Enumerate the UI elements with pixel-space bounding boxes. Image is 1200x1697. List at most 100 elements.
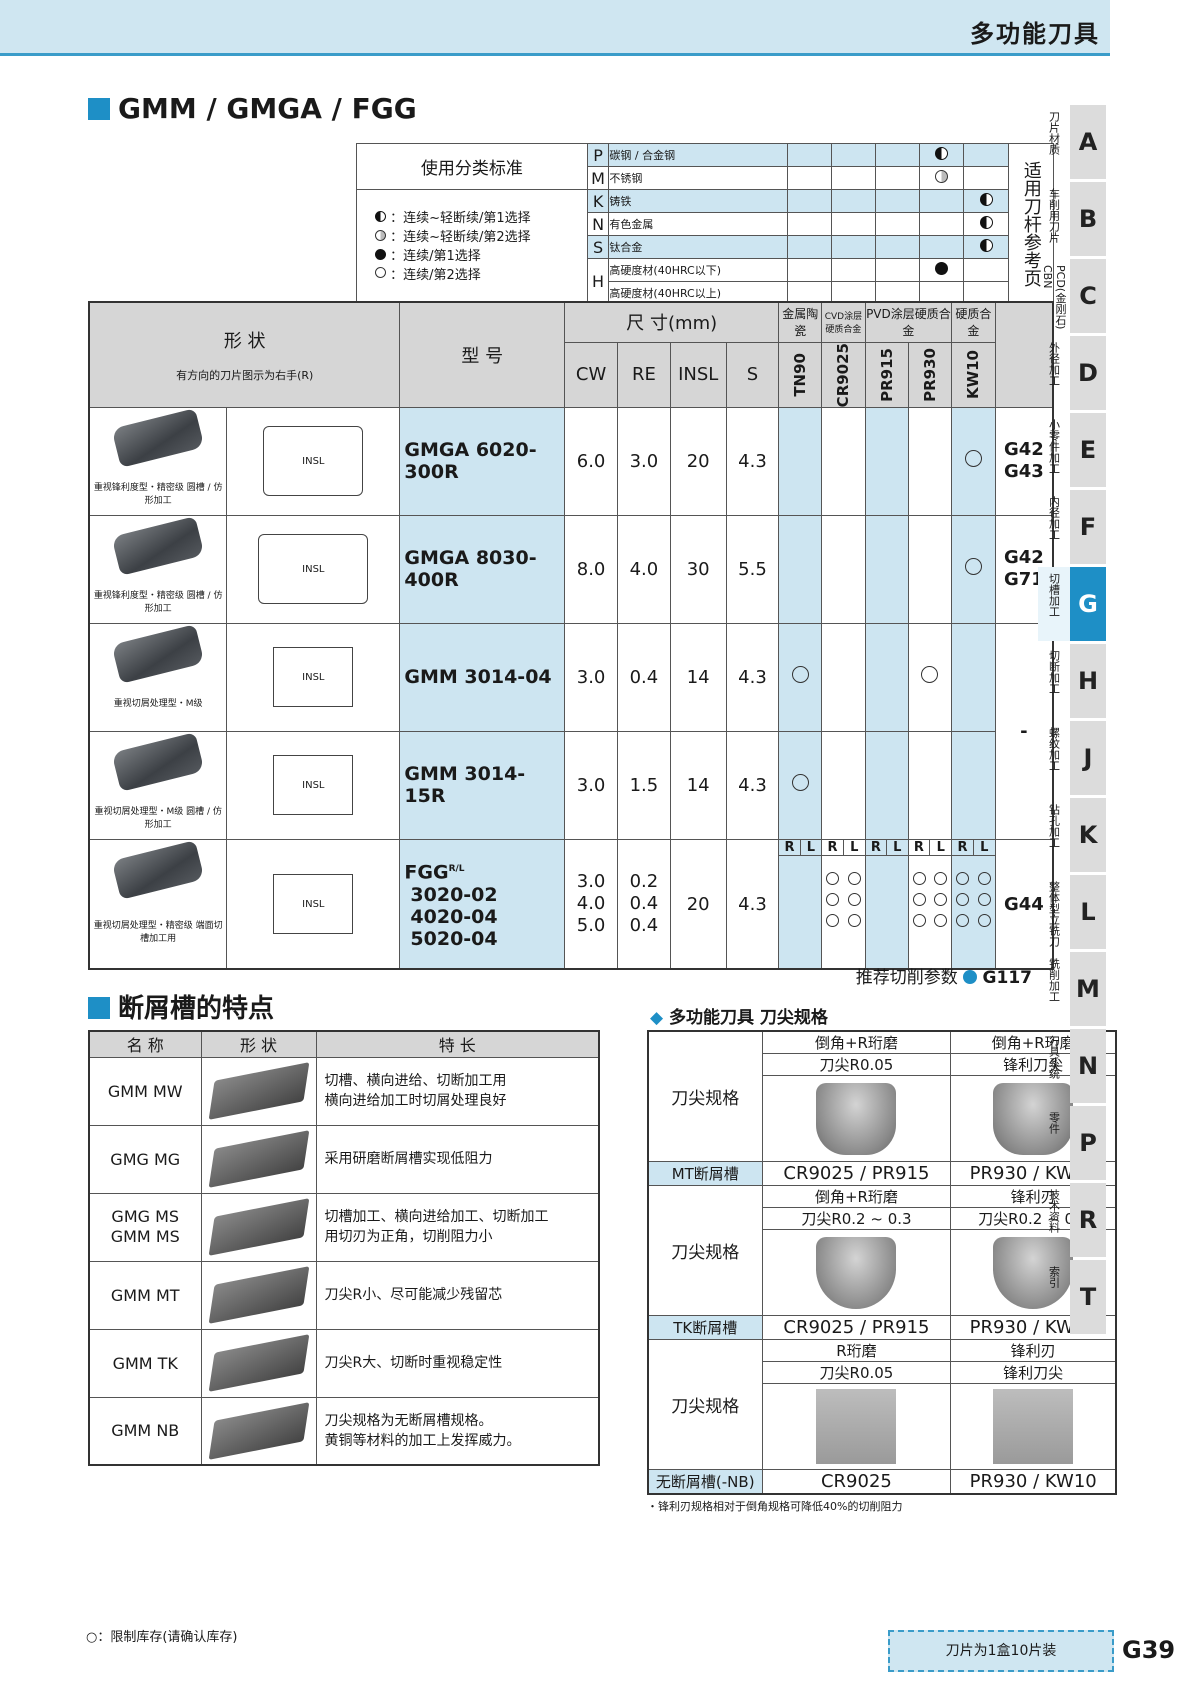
classification-legend: ：连续~轻断续/第1选择 ：连续~轻断续/第2选择 ：连续/第1选择 ：连续/第… bbox=[356, 189, 588, 305]
s-cell: 4.3 bbox=[725, 406, 780, 516]
re-cell: 0.4 bbox=[617, 622, 671, 732]
model-cell: GMM 3014-15R bbox=[399, 730, 566, 840]
grade-pr930: PR930 bbox=[920, 347, 939, 402]
table-row: 重视锋利度型・精密级 圆槽 / 仿形加工 INSL GMGA 8030-400R… bbox=[88, 514, 1054, 624]
section-marker-icon bbox=[88, 98, 110, 120]
insert-table: 形 状 有方向的刀片图示为右手(R) 型 号 尺 寸(mm) 金属陶瓷 CVD涂… bbox=[88, 301, 1054, 971]
grade-group: PVD涂层硬质合金 bbox=[864, 301, 953, 343]
cw-cell: 3.0 bbox=[564, 730, 619, 840]
ref-cell: G42 G43 bbox=[994, 406, 1054, 516]
col-cw: CW bbox=[564, 341, 619, 408]
insert-photo: 重视锋利度型・精密级 圆槽 / 仿形加工 bbox=[88, 514, 228, 624]
section-title-gmm: GMM / GMGA / FGG bbox=[88, 92, 417, 125]
stock-circle-icon bbox=[964, 558, 982, 576]
re-cell: 1.5 bbox=[617, 730, 671, 840]
insert-photo: 重视切屑处理型・精密级 端面切槽加工用 bbox=[88, 838, 228, 970]
page-number: G39 bbox=[1122, 1636, 1176, 1664]
insert-photo: 重视切屑处理型・M级 bbox=[88, 622, 228, 732]
class-code: P bbox=[586, 143, 610, 167]
col-shape: 形 状 bbox=[200, 1030, 317, 1058]
ref-cell: G44 bbox=[994, 838, 1054, 970]
grade-pr915: PR915 bbox=[877, 347, 896, 402]
insert-drawing: INSL bbox=[226, 406, 401, 516]
ref-cell: - bbox=[994, 622, 1054, 840]
re-cell: 3.0 bbox=[617, 406, 671, 516]
stock-circle-icon bbox=[791, 774, 809, 792]
insl-cell: 20 bbox=[669, 838, 727, 970]
model-cell: GMGA 8030-400R bbox=[399, 514, 566, 624]
s-cell: 5.5 bbox=[725, 514, 780, 624]
box-note: 刀片为1盒10片装 bbox=[888, 1630, 1114, 1672]
insl-cell: 14 bbox=[669, 730, 727, 840]
grade-cr9025: CR9025 bbox=[834, 342, 853, 407]
class-code: S bbox=[586, 235, 610, 259]
table-row: 重视切屑处理型・M级 圆槽 / 仿形加工 INSL GMM 3014-15R 3… bbox=[88, 730, 1053, 840]
class-code: K bbox=[586, 189, 610, 213]
col-s: S bbox=[725, 341, 780, 408]
arrow-circle-icon bbox=[963, 970, 978, 984]
half-open-icon bbox=[934, 170, 948, 183]
section-title-text: GMM / GMGA / FGG bbox=[118, 92, 417, 125]
class-code: M bbox=[586, 166, 610, 190]
class-code: N bbox=[586, 212, 610, 236]
insl-cell: 14 bbox=[669, 622, 727, 732]
half-filled-icon bbox=[934, 147, 948, 160]
insert-drawing: INSL bbox=[226, 838, 401, 970]
shape-header: 形 状 有方向的刀片图示为右手(R) bbox=[88, 301, 401, 408]
table-row: 重视锋利度型・精密级 圆槽 / 仿形加工 INSL GMGA 6020-300R… bbox=[88, 406, 1054, 516]
cutting-params-ref[interactable]: 推荐切削参数 G117 bbox=[855, 968, 1032, 988]
model-cell: GMM 3014-04 bbox=[399, 622, 566, 732]
section-title-chipbreaker: 断屑槽的特点 bbox=[88, 988, 274, 1025]
col-re: RE bbox=[617, 341, 671, 408]
class-name: 碳钢 / 合金钢 bbox=[608, 143, 788, 167]
classification-title: 使用分类标准 bbox=[356, 143, 588, 190]
insert-photo: 重视锋利度型・精密级 圆槽 / 仿形加工 bbox=[88, 406, 228, 516]
s-cell: 4.3 bbox=[725, 622, 780, 732]
grade-group: 金属陶瓷 bbox=[778, 301, 823, 343]
insert-drawing: INSL bbox=[226, 622, 401, 732]
page-category-title: 多功能刀具 bbox=[970, 20, 1100, 48]
model-header: 型 号 bbox=[399, 301, 566, 408]
table-row: 重视切屑处理型・M级 INSL GMM 3014-04 3.0 0.4 14 4… bbox=[88, 622, 1054, 840]
class-name: 铸铁 bbox=[608, 189, 788, 213]
grade-tn90: TN90 bbox=[791, 352, 810, 397]
col-name: 名 称 bbox=[88, 1030, 202, 1058]
s-cell: 4.3 bbox=[725, 730, 780, 840]
grade-group: 硬质合金 bbox=[951, 301, 996, 343]
classification-table: 使用分类标准 P 碳钢 / 合金钢 适用刀杆参考页 M 不锈钢 ：连续~轻断续/… bbox=[356, 143, 1055, 305]
cw-cell: 3.0 bbox=[564, 622, 619, 732]
stock-circle-icon bbox=[921, 666, 939, 684]
cw-cell: 8.0 bbox=[564, 514, 619, 624]
stock-circle-icon bbox=[964, 450, 982, 468]
dims-header: 尺 寸(mm) bbox=[564, 301, 780, 343]
holder-ref-header: 适用刀杆参考页 bbox=[1007, 143, 1055, 305]
col-insl: INSL bbox=[669, 341, 727, 408]
insert-drawing: INSL bbox=[226, 514, 401, 624]
stock-circle-icon bbox=[791, 666, 809, 684]
header-bar bbox=[0, 0, 1110, 56]
